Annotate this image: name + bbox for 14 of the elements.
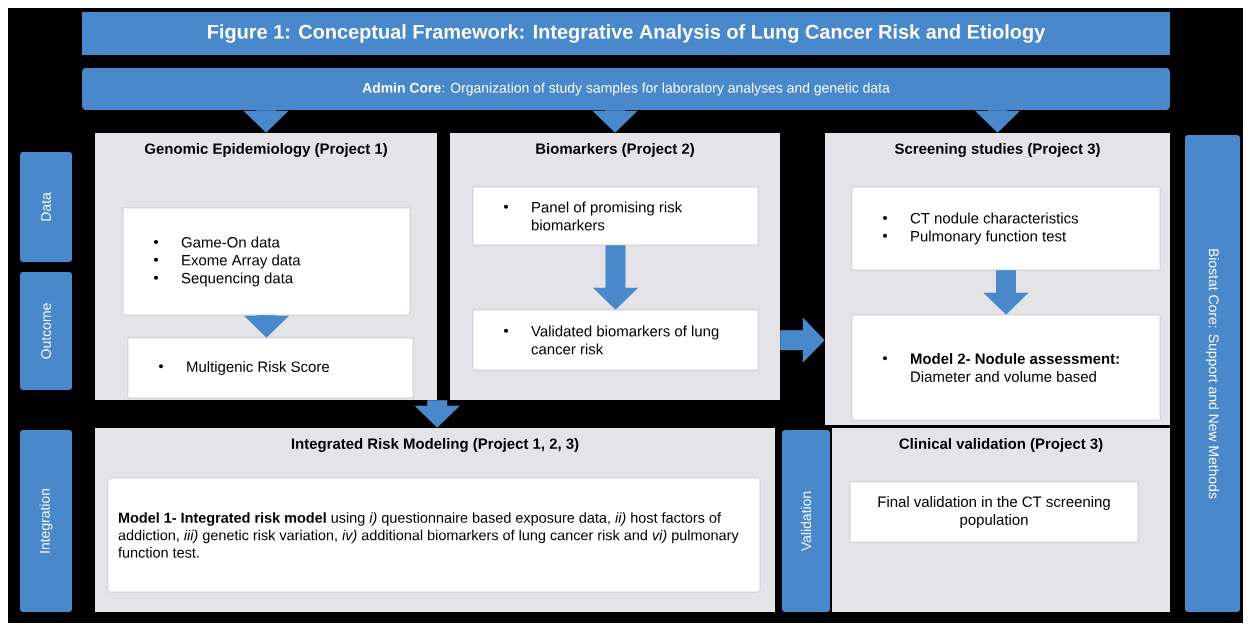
text-box: Game-On data Exome Array data Sequencing data [122, 207, 411, 316]
title-banner: Figure 1: Conceptual Framework: Integrative Analysis of Lung Cancer Risk and Etiology [82, 12, 1170, 55]
row-label-tab: Validation [782, 430, 830, 612]
text-box: Panel of promising risk biomarkers [472, 186, 759, 246]
text-box: Validated biomarkers of lung cancer risk [472, 309, 759, 371]
row-label-tab: Data [20, 152, 72, 262]
row-label-tab: Outcome [20, 272, 72, 390]
row-label-tab: Integration [20, 430, 72, 612]
text-box: Multigenic Risk Score [127, 337, 414, 399]
text-box: CT nodule characteristics Pulmonary function test [851, 186, 1161, 271]
text-box: Model 1- Integrated risk model using i) questionnaire based exposure data, ii) host factors of addiction, iii) genetic risk variation, iv) additional biomarkers of lung cancer risk and vi) pulmonary function test. [107, 477, 761, 593]
side-label-tab: Biostat Core: Support and New Methods [1185, 135, 1240, 612]
text-box: Model 2- Nodule assessment: Diameter and volume based [851, 314, 1161, 421]
text-box: Final validation in the CT screening population [849, 481, 1139, 543]
